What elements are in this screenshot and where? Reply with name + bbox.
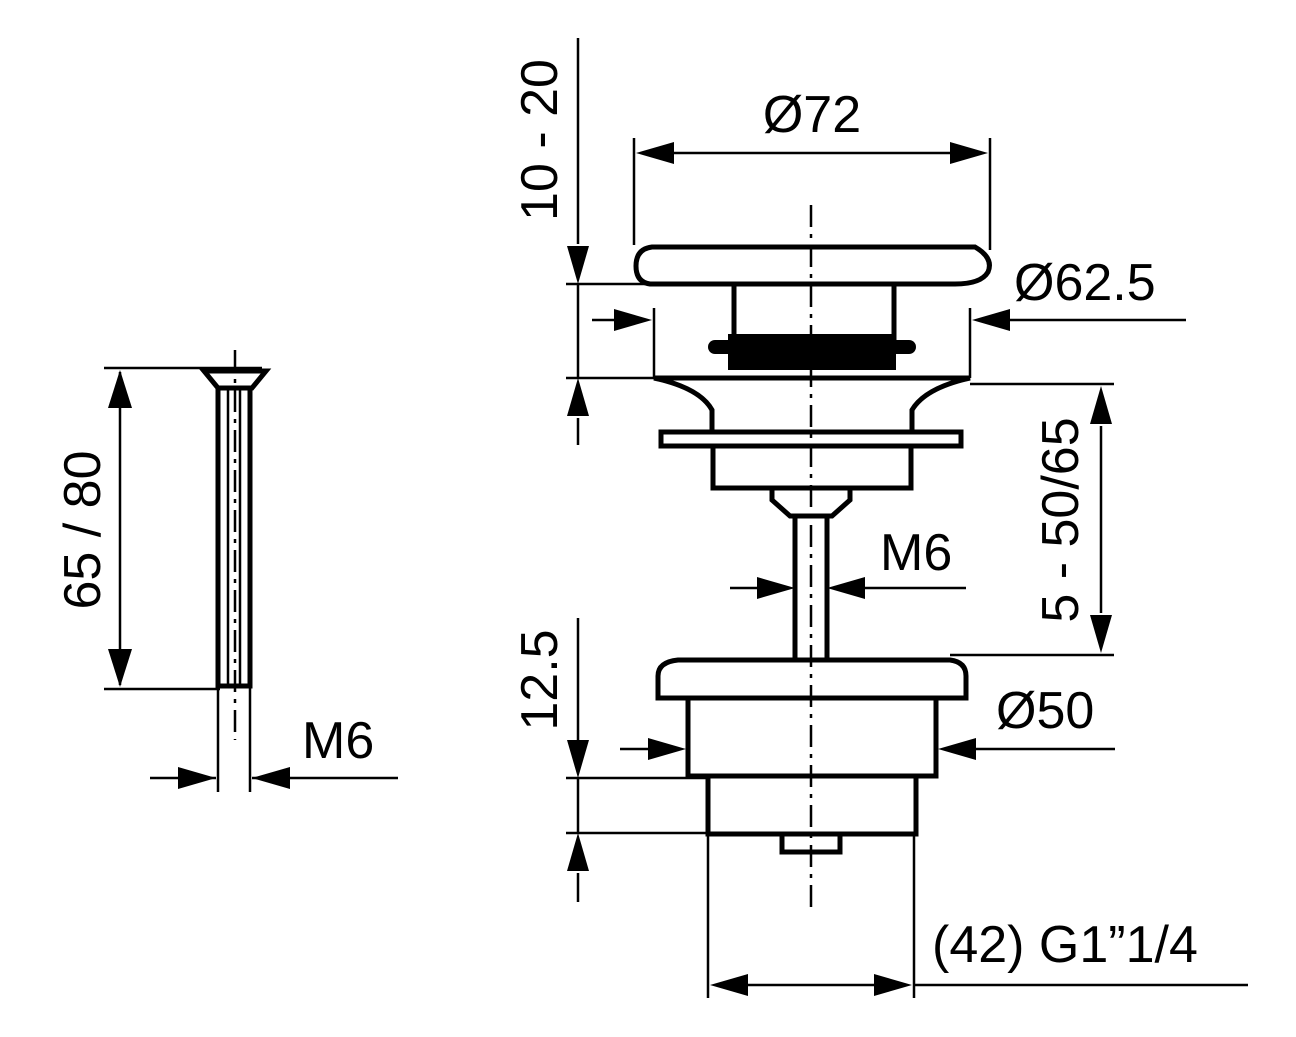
adjust-range-dimension: 5 - 50/65 [950, 382, 1114, 657]
outlet-dimension: (42) G1”1/4 [706, 836, 1248, 998]
lower-height-label: 12.5 [511, 629, 569, 730]
bolt-view: 65 / 80 M6 [54, 350, 398, 792]
body-diameter-label: Ø50 [996, 682, 1094, 740]
lower-height-dimension: 12.5 [511, 618, 706, 902]
waste-lower-collar [655, 657, 969, 701]
stem-thread-dimension: M6 [730, 524, 966, 599]
cap-diameter-dimension: Ø72 [632, 86, 992, 250]
waste-cap [633, 244, 992, 287]
outlet-label: (42) G1”1/4 [932, 916, 1198, 974]
stem-thread-label: M6 [880, 524, 952, 582]
cap-diameter-label: Ø72 [763, 86, 861, 144]
upper-diameter-dimension: Ø62.5 [592, 254, 1186, 378]
bolt-length-dimension: 65 / 80 [54, 366, 262, 691]
bolt-length-label: 65 / 80 [54, 450, 112, 609]
upper-diameter-label: Ø62.5 [1014, 254, 1156, 312]
bolt-thread-dimension: M6 [150, 712, 398, 789]
waste-view: 10 - 20 Ø72 Ø62.5 5 - [511, 38, 1248, 998]
adjust-top-label: 10 - 20 [511, 59, 569, 221]
adjust-top-dimension: 10 - 20 [511, 38, 658, 445]
bolt-thread-label: M6 [302, 712, 374, 770]
adjust-range-label: 5 - 50/65 [1032, 417, 1090, 622]
body-diameter-dimension: Ø50 [620, 682, 1115, 760]
